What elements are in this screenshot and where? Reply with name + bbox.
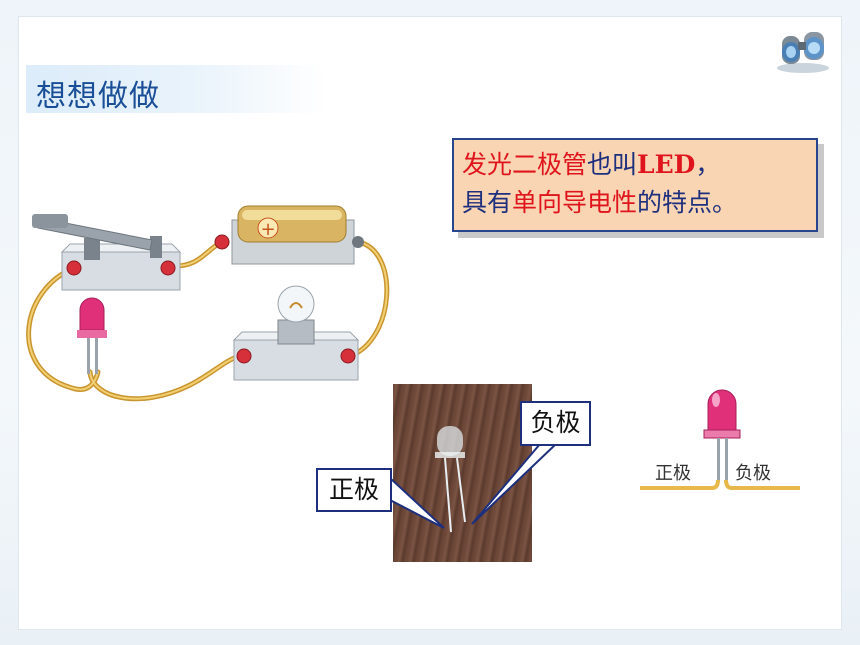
note-unidirectional: 单向导电性 <box>512 188 638 217</box>
page-title: 想想做做 <box>36 79 160 114</box>
note-feature: 的特点。 <box>637 188 738 217</box>
note-comma: ， <box>695 150 721 179</box>
battery-icon: + <box>214 205 364 265</box>
note-line-1: 发光二极管也叫LED， <box>462 146 816 184</box>
switch-icon <box>32 214 182 291</box>
led-polarity-diagram <box>640 389 800 490</box>
note-line-2: 具有单向导电性的特点。 <box>462 184 816 222</box>
circuit-diagram: + <box>26 205 390 402</box>
led-photo <box>393 384 532 562</box>
note-also-called: 也叫 <box>587 150 638 179</box>
callout-positive: 正极 <box>316 468 392 512</box>
battery-plus-sign: + <box>260 219 275 240</box>
bulb-icon <box>232 285 360 381</box>
wire-led-bulb <box>87 353 243 402</box>
led-info-box: 发光二极管也叫LED， 具有单向导电性的特点。 <box>452 138 818 232</box>
note-has: 具有 <box>462 188 513 217</box>
callout-negative: 负极 <box>520 401 591 446</box>
binoculars-icon <box>777 32 829 73</box>
note-led-abbrev: LED <box>637 150 696 179</box>
diagram-positive-label: 正极 <box>655 463 691 484</box>
diagram-negative-label: 负极 <box>735 463 771 484</box>
led-icon <box>77 297 107 374</box>
note-term-led: 发光二极管 <box>462 150 588 179</box>
title-bar <box>26 65 326 113</box>
